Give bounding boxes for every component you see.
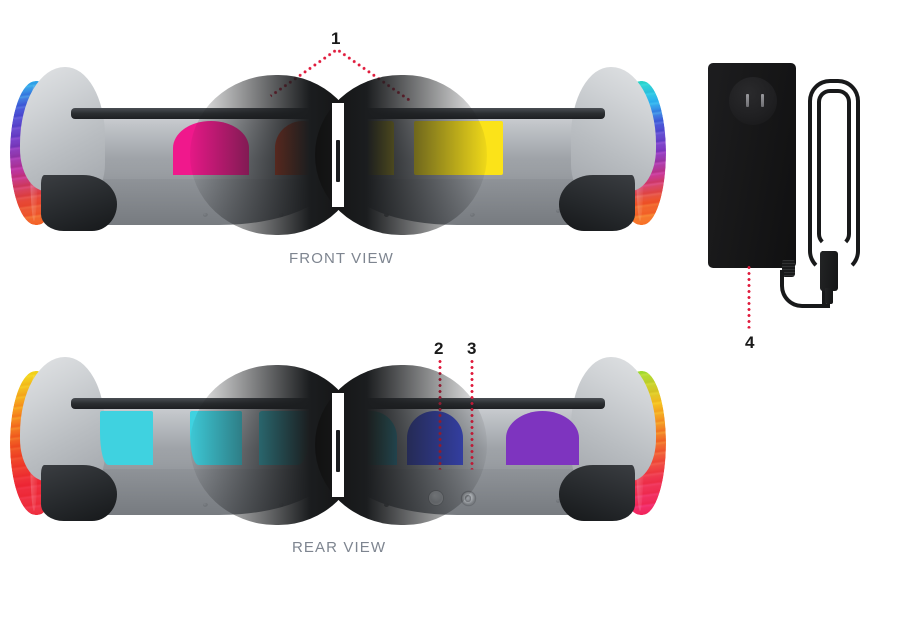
rear-left-half	[8, 345, 362, 545]
callout-number-1: 1	[331, 29, 341, 48]
callout-number-3: 3	[467, 339, 477, 358]
rear-right-mudguard	[559, 465, 635, 521]
rear-right-fender	[570, 357, 657, 481]
rear-view-caption: REAR VIEW	[292, 539, 387, 556]
charger-cable-fold-outer	[808, 79, 860, 273]
front-right-half	[314, 55, 668, 255]
front-right-mudguard	[559, 175, 635, 231]
led-panel-purple-arc	[506, 411, 579, 465]
charger-prong-plate	[729, 77, 777, 125]
charger-cable-fold-inner	[817, 89, 851, 247]
front-left-fender	[19, 67, 106, 191]
seam-hinge	[336, 430, 340, 473]
rear-left-fender	[19, 357, 106, 481]
callout-number-4: 4	[745, 333, 755, 352]
plug-prong-right	[761, 94, 764, 107]
rear-left-mudguard	[41, 465, 117, 521]
front-left-half	[8, 55, 362, 255]
charger-cable-loop-lower	[780, 270, 830, 308]
deck-screw	[555, 209, 561, 213]
rear-center-seam	[332, 393, 344, 497]
seam-hinge	[336, 140, 340, 183]
callout-number-2: 2	[434, 339, 444, 358]
plug-prong-left	[746, 94, 749, 107]
front-right-fender	[570, 67, 657, 191]
deck-screw	[470, 213, 475, 217]
deck-screw	[555, 499, 561, 503]
hoverboard-rear-view	[8, 345, 668, 545]
charger-assembly	[700, 55, 890, 315]
front-view-caption: FRONT VIEW	[289, 250, 394, 267]
led-panel-cyan-slab	[100, 411, 154, 465]
leader-line-4	[747, 264, 751, 329]
deck-screw	[202, 503, 208, 507]
front-left-mudguard	[41, 175, 117, 231]
front-center-seam	[332, 103, 344, 207]
charger-dc-plug-tip	[825, 288, 833, 304]
charger-dc-plug	[820, 251, 838, 291]
deck-screw	[202, 213, 208, 217]
hoverboard-front-view	[8, 55, 668, 255]
rear-right-half	[314, 345, 668, 545]
